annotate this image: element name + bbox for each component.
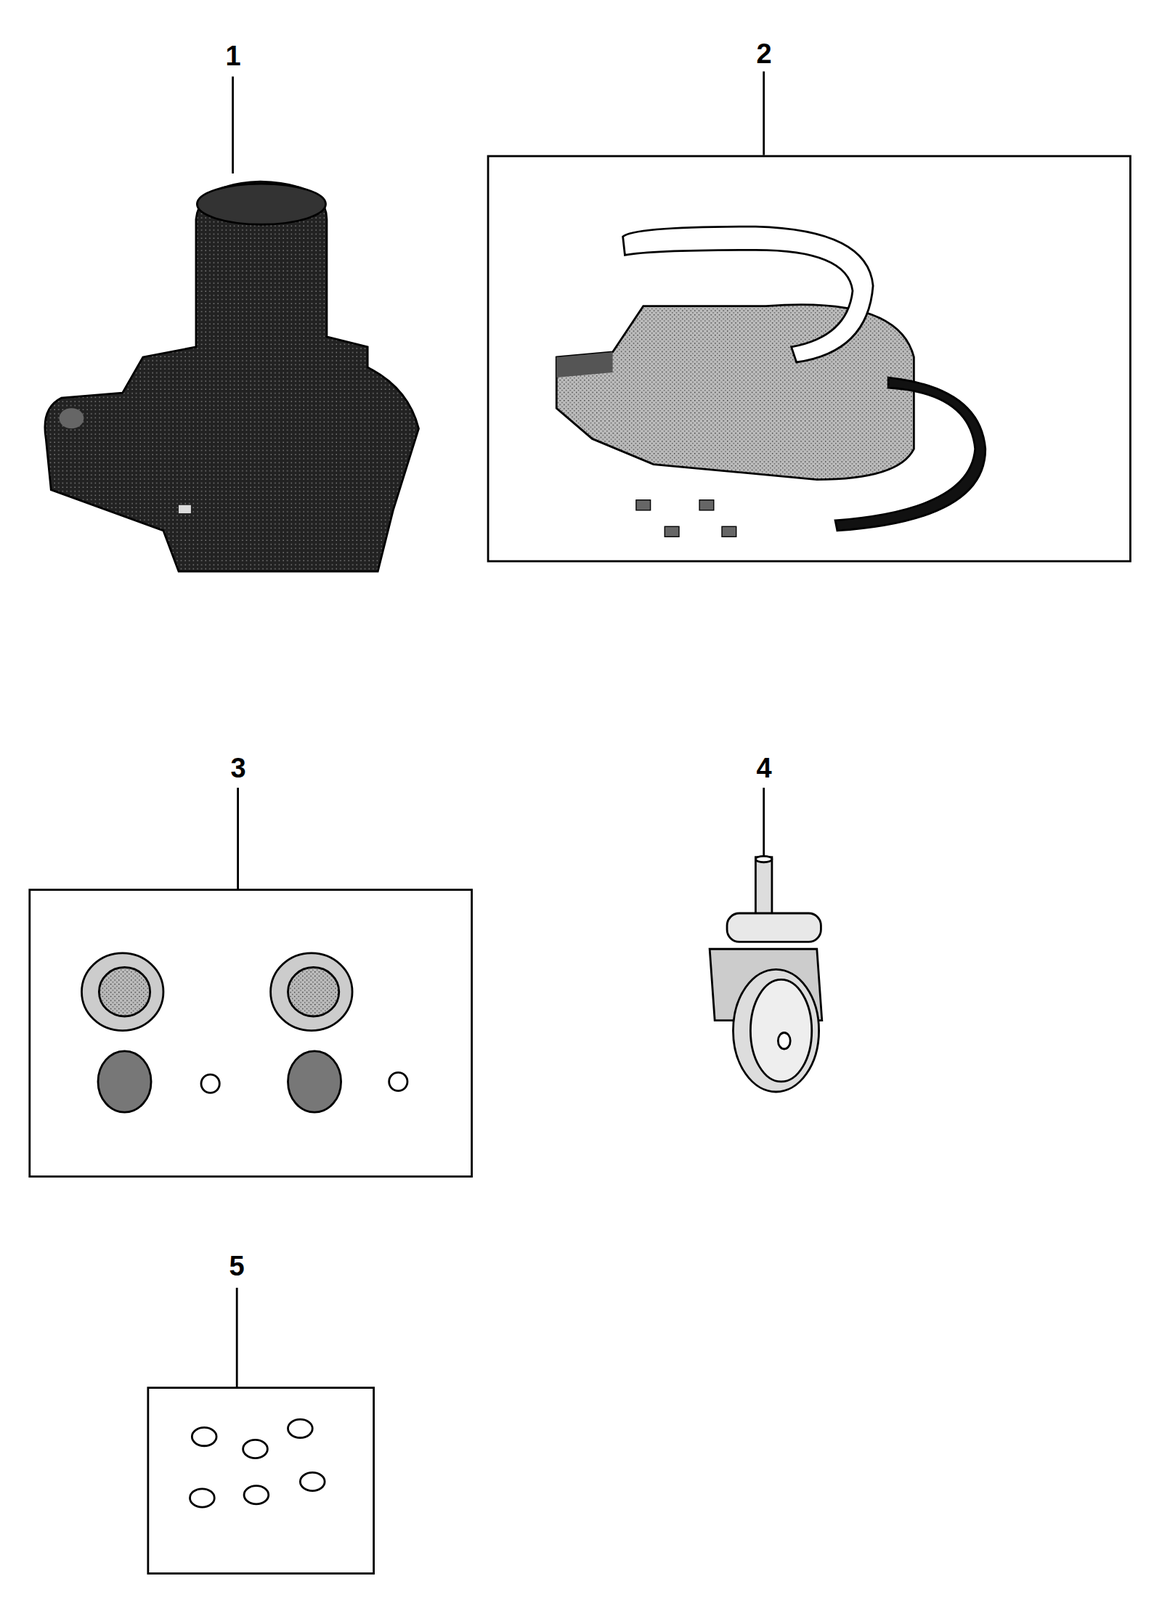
- caster-wheel: [709, 856, 823, 1093]
- callout-number: 5: [228, 1252, 245, 1281]
- callout-number: 4: [756, 754, 772, 783]
- motor-housing: [45, 181, 420, 572]
- wheel-set: [81, 953, 408, 1113]
- washer-set: [190, 1419, 326, 1508]
- callout-number: 1: [225, 42, 241, 70]
- electronics-module: [556, 226, 986, 537]
- callout-number: 3: [230, 754, 246, 783]
- callout-number: 2: [756, 39, 772, 68]
